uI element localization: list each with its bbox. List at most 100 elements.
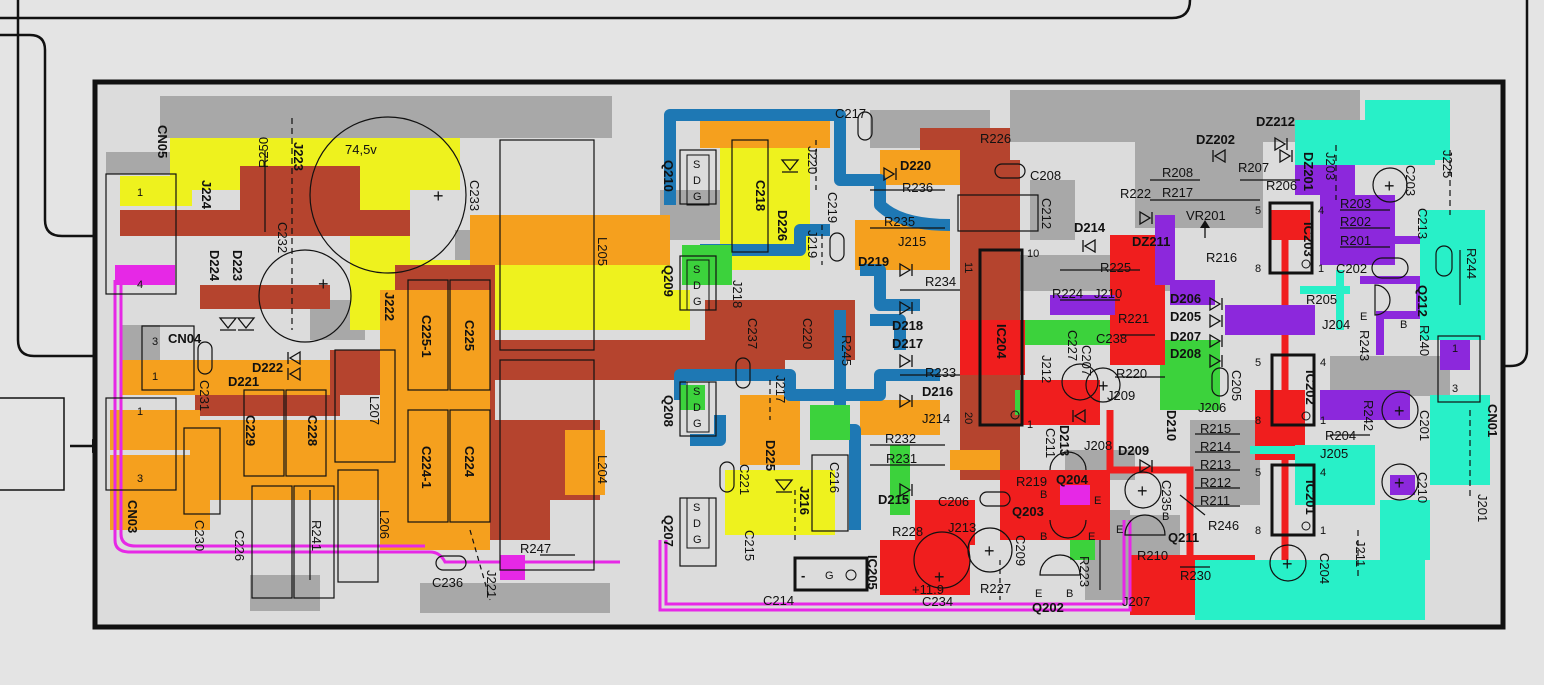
svg-text:+: + [318, 274, 329, 294]
svg-text:J205: J205 [1320, 446, 1348, 461]
svg-text:J213: J213 [948, 520, 976, 535]
svg-text:G: G [693, 534, 702, 546]
svg-text:J210: J210 [1094, 286, 1122, 301]
svg-text:C231: C231 [197, 380, 212, 411]
external-wires [0, 0, 1529, 491]
svg-text:C209: C209 [1013, 535, 1028, 566]
svg-text:1: 1 [1320, 415, 1326, 427]
svg-text:C215: C215 [742, 530, 757, 561]
svg-text:C207: C207 [1079, 345, 1094, 376]
svg-text:5: 5 [1255, 357, 1261, 369]
svg-text:DZ202: DZ202 [1196, 132, 1235, 147]
ic205-body: - G [793, 556, 869, 592]
connector-cn04-pins: 3 1 [152, 336, 158, 383]
svg-text:B: B [1066, 588, 1073, 600]
connector-cn01-pins: 1 3 [1452, 343, 1458, 395]
svg-text:1: 1 [1027, 419, 1033, 431]
svg-text:R240: R240 [1417, 325, 1432, 356]
svg-text:R220: R220 [1116, 366, 1147, 381]
svg-text:+: + [1282, 554, 1293, 574]
svg-text:R228: R228 [892, 524, 923, 539]
svg-text:D: D [693, 175, 701, 187]
svg-text:IC202: IC202 [1303, 370, 1318, 405]
svg-text:C217: C217 [835, 106, 866, 121]
svg-text:R221: R221 [1118, 311, 1149, 326]
svg-text:74,5v: 74,5v [345, 142, 377, 157]
svg-text:R214: R214 [1200, 439, 1231, 454]
svg-text:B: B [1040, 489, 1047, 501]
svg-text:C226: C226 [232, 530, 247, 561]
resistor-lines [264, 118, 1471, 601]
copper-magenta [113, 280, 1132, 612]
svg-text:1: 1 [1320, 525, 1326, 537]
ic202-body: 4 5 8 1 [1255, 353, 1326, 427]
svg-text:D226: D226 [775, 210, 790, 241]
svg-text:+: + [1384, 176, 1395, 196]
svg-text:C233: C233 [467, 180, 482, 211]
svg-text:C211: C211 [1043, 428, 1058, 458]
svg-text:R211: R211 [1200, 493, 1230, 508]
svg-text:C224-1: C224-1 [419, 446, 434, 489]
svg-text:L207: L207 [367, 396, 382, 425]
svg-text:IC205: IC205 [865, 555, 880, 590]
svg-text:J211: J211 [1353, 540, 1368, 567]
svg-text:R226: R226 [980, 131, 1011, 146]
svg-text:+: + [1394, 401, 1405, 421]
svg-text:C224: C224 [462, 446, 477, 478]
svg-text:J223: J223 [291, 142, 306, 171]
copper-gray [106, 90, 1450, 613]
svg-text:D218: D218 [892, 318, 923, 333]
svg-text:R245: R245 [839, 335, 854, 366]
svg-text:R225: R225 [1100, 260, 1131, 275]
svg-text:IC201: IC201 [1303, 480, 1318, 515]
svg-text:5: 5 [1255, 467, 1261, 479]
svg-text:J206: J206 [1198, 400, 1226, 415]
svg-text:D205: D205 [1170, 309, 1201, 324]
svg-text:J221: J221 [484, 570, 499, 598]
bjt-pin-labels: B E B E E B E B E B [1035, 311, 1407, 600]
svg-text:J201: J201 [1475, 494, 1490, 522]
component-outlines [105, 139, 1481, 599]
svg-text:D215: D215 [878, 492, 909, 507]
svg-text:R219: R219 [1016, 474, 1047, 489]
svg-text:R233: R233 [925, 365, 956, 380]
svg-text:D221: D221 [228, 374, 259, 389]
svg-text:3: 3 [137, 473, 143, 485]
svg-text:G: G [825, 570, 834, 582]
svg-text:R217: R217 [1162, 185, 1193, 200]
svg-text:3: 3 [1452, 383, 1458, 395]
svg-text:J219: J219 [805, 230, 820, 258]
svg-text:C234: C234 [922, 594, 953, 609]
svg-text:+: + [1137, 481, 1148, 501]
svg-text:Q203: Q203 [1012, 504, 1044, 519]
copper-cyan [1195, 100, 1490, 620]
svg-text:R232: R232 [885, 431, 916, 446]
svg-text:E: E [1094, 495, 1101, 507]
svg-text:J207: J207 [1122, 594, 1150, 609]
svg-text:R223: R223 [1077, 556, 1092, 587]
svg-text:C212: C212 [1039, 198, 1054, 229]
svg-text:C225: C225 [462, 320, 477, 351]
svg-text:J214: J214 [922, 411, 950, 426]
svg-text:R202: R202 [1340, 214, 1371, 229]
svg-text:1: 1 [137, 406, 143, 418]
svg-text:J217: J217 [773, 375, 788, 403]
svg-text:5: 5 [1255, 205, 1261, 217]
svg-text:CN04: CN04 [168, 331, 202, 346]
svg-text:R243: R243 [1357, 330, 1372, 361]
svg-text:J220: J220 [805, 146, 820, 174]
svg-text:D210: D210 [1164, 410, 1179, 441]
svg-text:B: B [1400, 319, 1407, 331]
svg-text:R231: R231 [886, 451, 917, 466]
svg-text:J204: J204 [1322, 317, 1350, 332]
svg-text:+11.9: +11.9 [912, 582, 944, 597]
svg-text:8: 8 [1255, 263, 1261, 275]
capacitor-plus-icon [258, 116, 1419, 589]
svg-text:D223: D223 [230, 250, 245, 281]
svg-text:C216: C216 [827, 462, 842, 493]
svg-text:D: D [693, 280, 701, 292]
svg-text:Q204: Q204 [1056, 472, 1089, 487]
svg-text:J222: J222 [382, 292, 397, 321]
svg-text:R210: R210 [1137, 548, 1168, 563]
svg-text:C202: C202 [1336, 261, 1367, 276]
